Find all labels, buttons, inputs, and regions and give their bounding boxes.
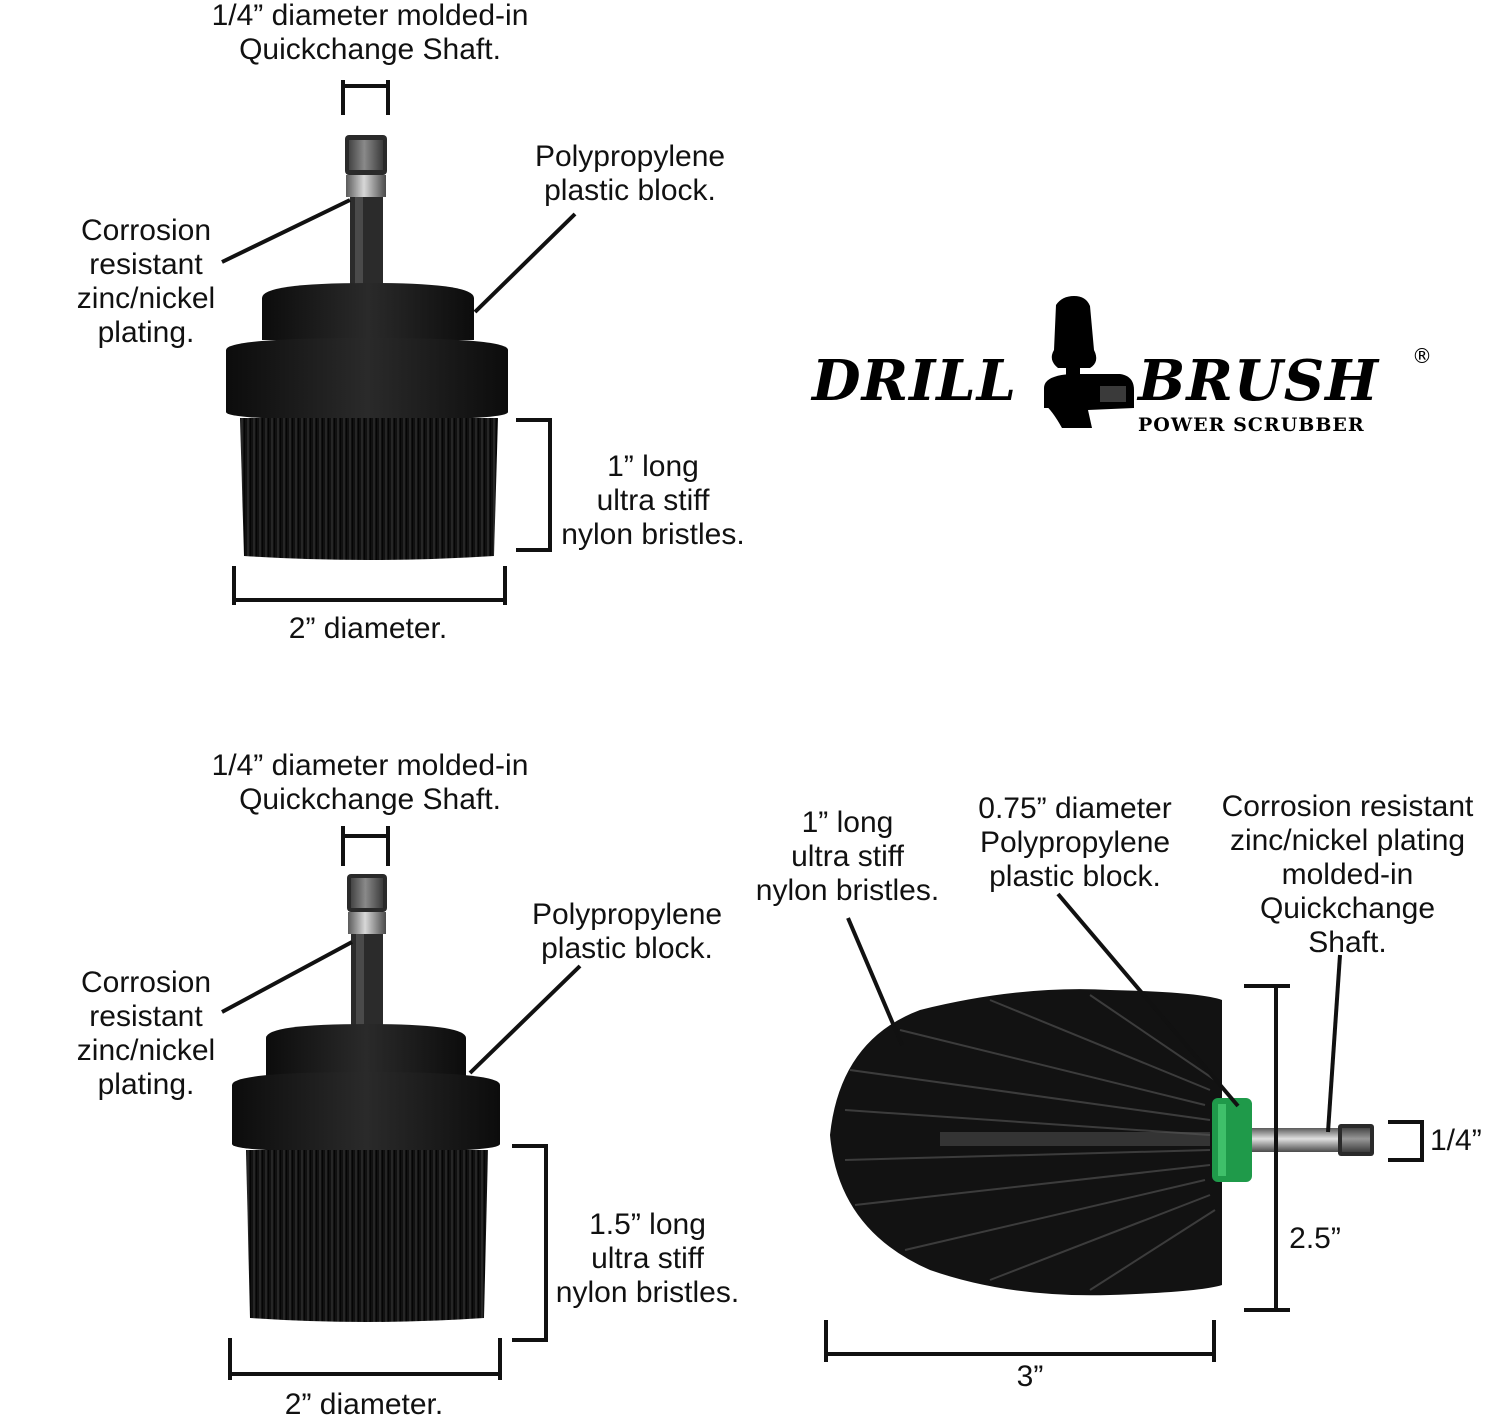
label-line: nylon bristles. <box>561 518 745 551</box>
label-line: 1/4” diameter molded-in <box>211 749 529 782</box>
brush-3-dimensions <box>824 892 1424 1362</box>
label-line: 2.5” <box>1289 1222 1341 1255</box>
lower-block <box>232 1072 500 1152</box>
label-line: 3” <box>1016 1360 1044 1393</box>
label-line: 1” long <box>607 450 699 483</box>
shaft-body <box>350 197 383 295</box>
label-line: plastic block. <box>541 932 713 965</box>
label-line: ultra stiff <box>596 484 710 517</box>
block-leader-line <box>1056 892 1240 1108</box>
logo-word-drill: DRILL <box>812 348 1018 414</box>
block-leader-line <box>468 964 582 1075</box>
label-line: Polypropylene <box>979 826 1171 859</box>
plating-leader-line <box>221 198 351 264</box>
bristles-leader-line <box>846 917 904 1046</box>
label-line: 1.5” long <box>589 1208 706 1241</box>
shaft-diameter-bracket <box>1388 1120 1424 1162</box>
brush-2-dimensions <box>221 826 582 1380</box>
label-line: Quickchange Shaft. <box>239 783 501 816</box>
label-line: 2” diameter. <box>288 612 448 645</box>
drillbrush-logo: DRILL BRUSH POWER SCRUBBER ® <box>808 296 1448 446</box>
label-line: Corrosion <box>80 966 212 999</box>
length-bracket <box>824 1320 1216 1362</box>
height-bracket <box>1244 984 1290 1312</box>
brush-2-shaft-label: 1/4” diameter molded-in Quickchange Shaf… <box>190 749 550 817</box>
label-line: 2” diameter. <box>284 1388 444 1421</box>
brush-3-bristles-label: 1” long ultra stiff nylon bristles. <box>745 806 950 908</box>
diameter-bracket <box>232 566 507 605</box>
brush-3-plating-label: Corrosion resistant zinc/nickel plating … <box>1210 790 1485 960</box>
brush-1-dimensions <box>221 80 577 605</box>
brush-2-plating-label: Corrosion resistant zinc/nickel plating. <box>56 966 236 1102</box>
logo-word-brush: BRUSH <box>1138 348 1380 414</box>
bristle-length-bracket <box>512 1144 548 1342</box>
label-line: zinc/nickel plating <box>1229 824 1466 857</box>
lower-block <box>226 338 508 420</box>
brush-2-block-label: Polypropylene plastic block. <box>512 898 742 966</box>
plating-leader-line <box>1326 954 1342 1133</box>
label-line: zinc/nickel <box>76 1034 216 1067</box>
shaft-dimension-bracket <box>341 80 390 115</box>
label-line: plating. <box>97 316 195 349</box>
brush-2-image <box>232 874 500 1322</box>
shaft-collar <box>348 912 386 934</box>
label-line: Corrosion <box>80 214 212 247</box>
label-line: plating. <box>97 1068 195 1101</box>
label-line: nylon bristles. <box>555 1276 740 1309</box>
shaft-dimension-bracket <box>341 826 390 866</box>
registered-mark: ® <box>1412 344 1432 368</box>
upper-block <box>262 283 474 340</box>
label-line: Polypropylene <box>531 898 723 931</box>
block-leader-line <box>473 212 577 314</box>
diameter-bracket <box>228 1338 502 1380</box>
brush-2-diameter-label: 2” diameter. <box>244 1388 484 1422</box>
label-line: 1” long <box>801 806 894 839</box>
brush-1-block-label: Polypropylene plastic block. <box>515 140 745 208</box>
shaft-body <box>1252 1128 1338 1152</box>
upper-block <box>266 1024 466 1078</box>
brush-3-length-label: 3” <box>990 1360 1070 1394</box>
logo-tagline: POWER SCRUBBER <box>1138 414 1365 436</box>
bristles <box>240 418 498 560</box>
label-line: 0.75” diameter <box>978 792 1172 825</box>
label-line: molded-in <box>1281 858 1414 891</box>
brush-1-diameter-label: 2” diameter. <box>248 612 488 646</box>
plating-leader-line <box>221 940 353 1014</box>
brush-1-shaft-label: 1/4” diameter molded-in Quickchange Shaf… <box>190 0 550 67</box>
brush-3-image <box>830 989 1374 1296</box>
shaft-body <box>351 934 383 1028</box>
logo-mascot-icon <box>1044 296 1134 428</box>
label-line: Shaft. <box>1308 926 1387 959</box>
label-line: Quickchange <box>1259 892 1436 925</box>
label-line: ultra stiff <box>591 1242 704 1275</box>
bristle-length-bracket <box>516 418 552 552</box>
label-line: plastic block. <box>544 174 716 207</box>
label-line: Corrosion resistant <box>1221 790 1474 823</box>
brush-1-bristles-label: 1” long ultra stiff nylon bristles. <box>548 450 758 552</box>
label-line: 1/4” diameter molded-in <box>211 0 529 32</box>
label-line: nylon bristles. <box>755 874 940 907</box>
label-line: Polypropylene <box>534 140 726 173</box>
label-line: 1/4” <box>1430 1124 1482 1157</box>
label-line: zinc/nickel <box>76 282 216 315</box>
brush-2-bristles-label: 1.5” long ultra stiff nylon bristles. <box>540 1208 755 1310</box>
label-line: resistant <box>89 1000 203 1033</box>
bristles <box>246 1150 488 1322</box>
brush-3-block-label: 0.75” diameter Polypropylene plastic blo… <box>960 792 1190 894</box>
brush-1-image <box>226 135 508 560</box>
shaft-collar <box>346 175 386 197</box>
brush-3-height-label: 2.5” <box>1280 1222 1350 1256</box>
label-line: plastic block. <box>989 860 1161 893</box>
label-line: Quickchange Shaft. <box>239 33 501 66</box>
label-line: resistant <box>89 248 203 281</box>
brush-1-plating-label: Corrosion resistant zinc/nickel plating. <box>56 214 236 350</box>
label-line: ultra stiff <box>791 840 904 873</box>
brush-3-shaft-diameter-label: 1/4” <box>1430 1124 1500 1158</box>
